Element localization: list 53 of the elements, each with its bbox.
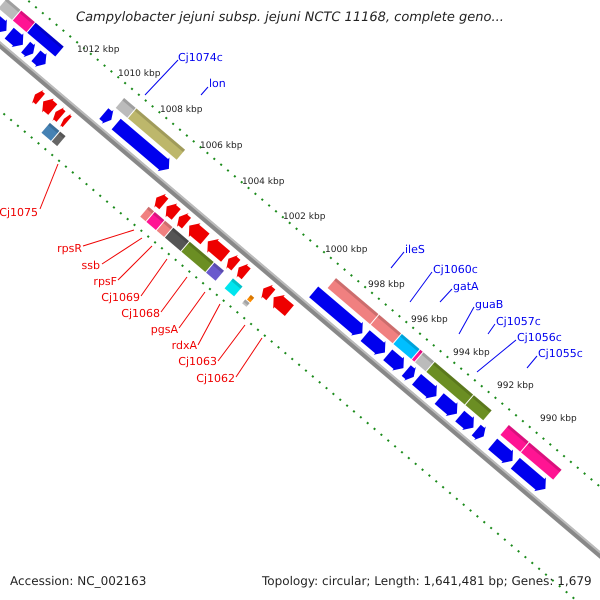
leader-line xyxy=(440,288,452,302)
leader-line xyxy=(390,252,404,268)
gene-label: ssb xyxy=(82,259,100,272)
gene-label: lon xyxy=(209,77,226,90)
gene-label: Cj1055c xyxy=(538,347,583,360)
leader-line xyxy=(458,306,474,334)
leader-line xyxy=(200,86,208,96)
scale-label: 1004 kbp xyxy=(242,176,284,189)
scale-label: 990 kbp xyxy=(540,413,577,426)
scale-label: 1008 kbp xyxy=(160,104,202,117)
leader-line xyxy=(178,292,206,328)
leader-line xyxy=(140,258,168,296)
gene-label: Cj1060c xyxy=(433,263,478,276)
gene-label: Cj1075 xyxy=(0,206,38,219)
gene-label: Cj1063 xyxy=(178,355,217,368)
leader-line xyxy=(218,324,246,362)
footer-text: Accession: NC_002163 xyxy=(10,575,146,588)
scale-label: 1000 kbp xyxy=(325,244,368,257)
gene-label: guaB xyxy=(475,298,504,311)
gene-label: Cj1069 xyxy=(101,291,140,304)
gene-label: Cj1074c xyxy=(178,51,223,64)
leader-line xyxy=(410,272,432,302)
gene-label: pgsA xyxy=(150,323,178,336)
gene-label: Cj1056c xyxy=(517,331,562,344)
gene-label: Cj1068 xyxy=(121,307,160,320)
scale-label: 1010 kbp xyxy=(118,68,160,81)
leader-line xyxy=(488,324,496,334)
scale-label: 998 kbp xyxy=(368,279,405,292)
leader-line xyxy=(198,304,220,346)
gene-label: rpsR xyxy=(57,242,82,255)
leader-line xyxy=(40,164,58,210)
scale-label: 996 kbp xyxy=(411,314,448,327)
leader-line xyxy=(82,230,134,246)
gene-label: Cj1062 xyxy=(196,372,235,385)
scale-label: 1002 kbp xyxy=(283,211,326,224)
title: Campylobacter jejuni subsp. jejuni NCTC 11168, complete geno... xyxy=(76,11,504,24)
leader-line xyxy=(102,238,142,264)
gene-label: rdxA xyxy=(172,339,197,352)
leader-line xyxy=(160,276,188,312)
scale-label: 992 kbp xyxy=(497,380,534,393)
gene-label: gatA xyxy=(453,280,479,293)
scale-label: 1012 kbp xyxy=(77,44,120,57)
leader-line xyxy=(476,340,516,372)
leader-line xyxy=(144,60,178,96)
scale-label: 1006 kbp xyxy=(200,140,242,153)
footer-text: Topology: circular; Length: 1,641,481 bp; Genes: 1,679 xyxy=(262,575,592,588)
gene-label: Cj1057c xyxy=(496,315,541,328)
scale-label: 994 kbp xyxy=(453,347,490,360)
leader-line xyxy=(236,338,262,378)
leader-line xyxy=(118,246,152,280)
leader-line xyxy=(526,356,538,368)
gene-label: ileS xyxy=(405,243,425,256)
gene-label: rpsF xyxy=(93,275,117,288)
